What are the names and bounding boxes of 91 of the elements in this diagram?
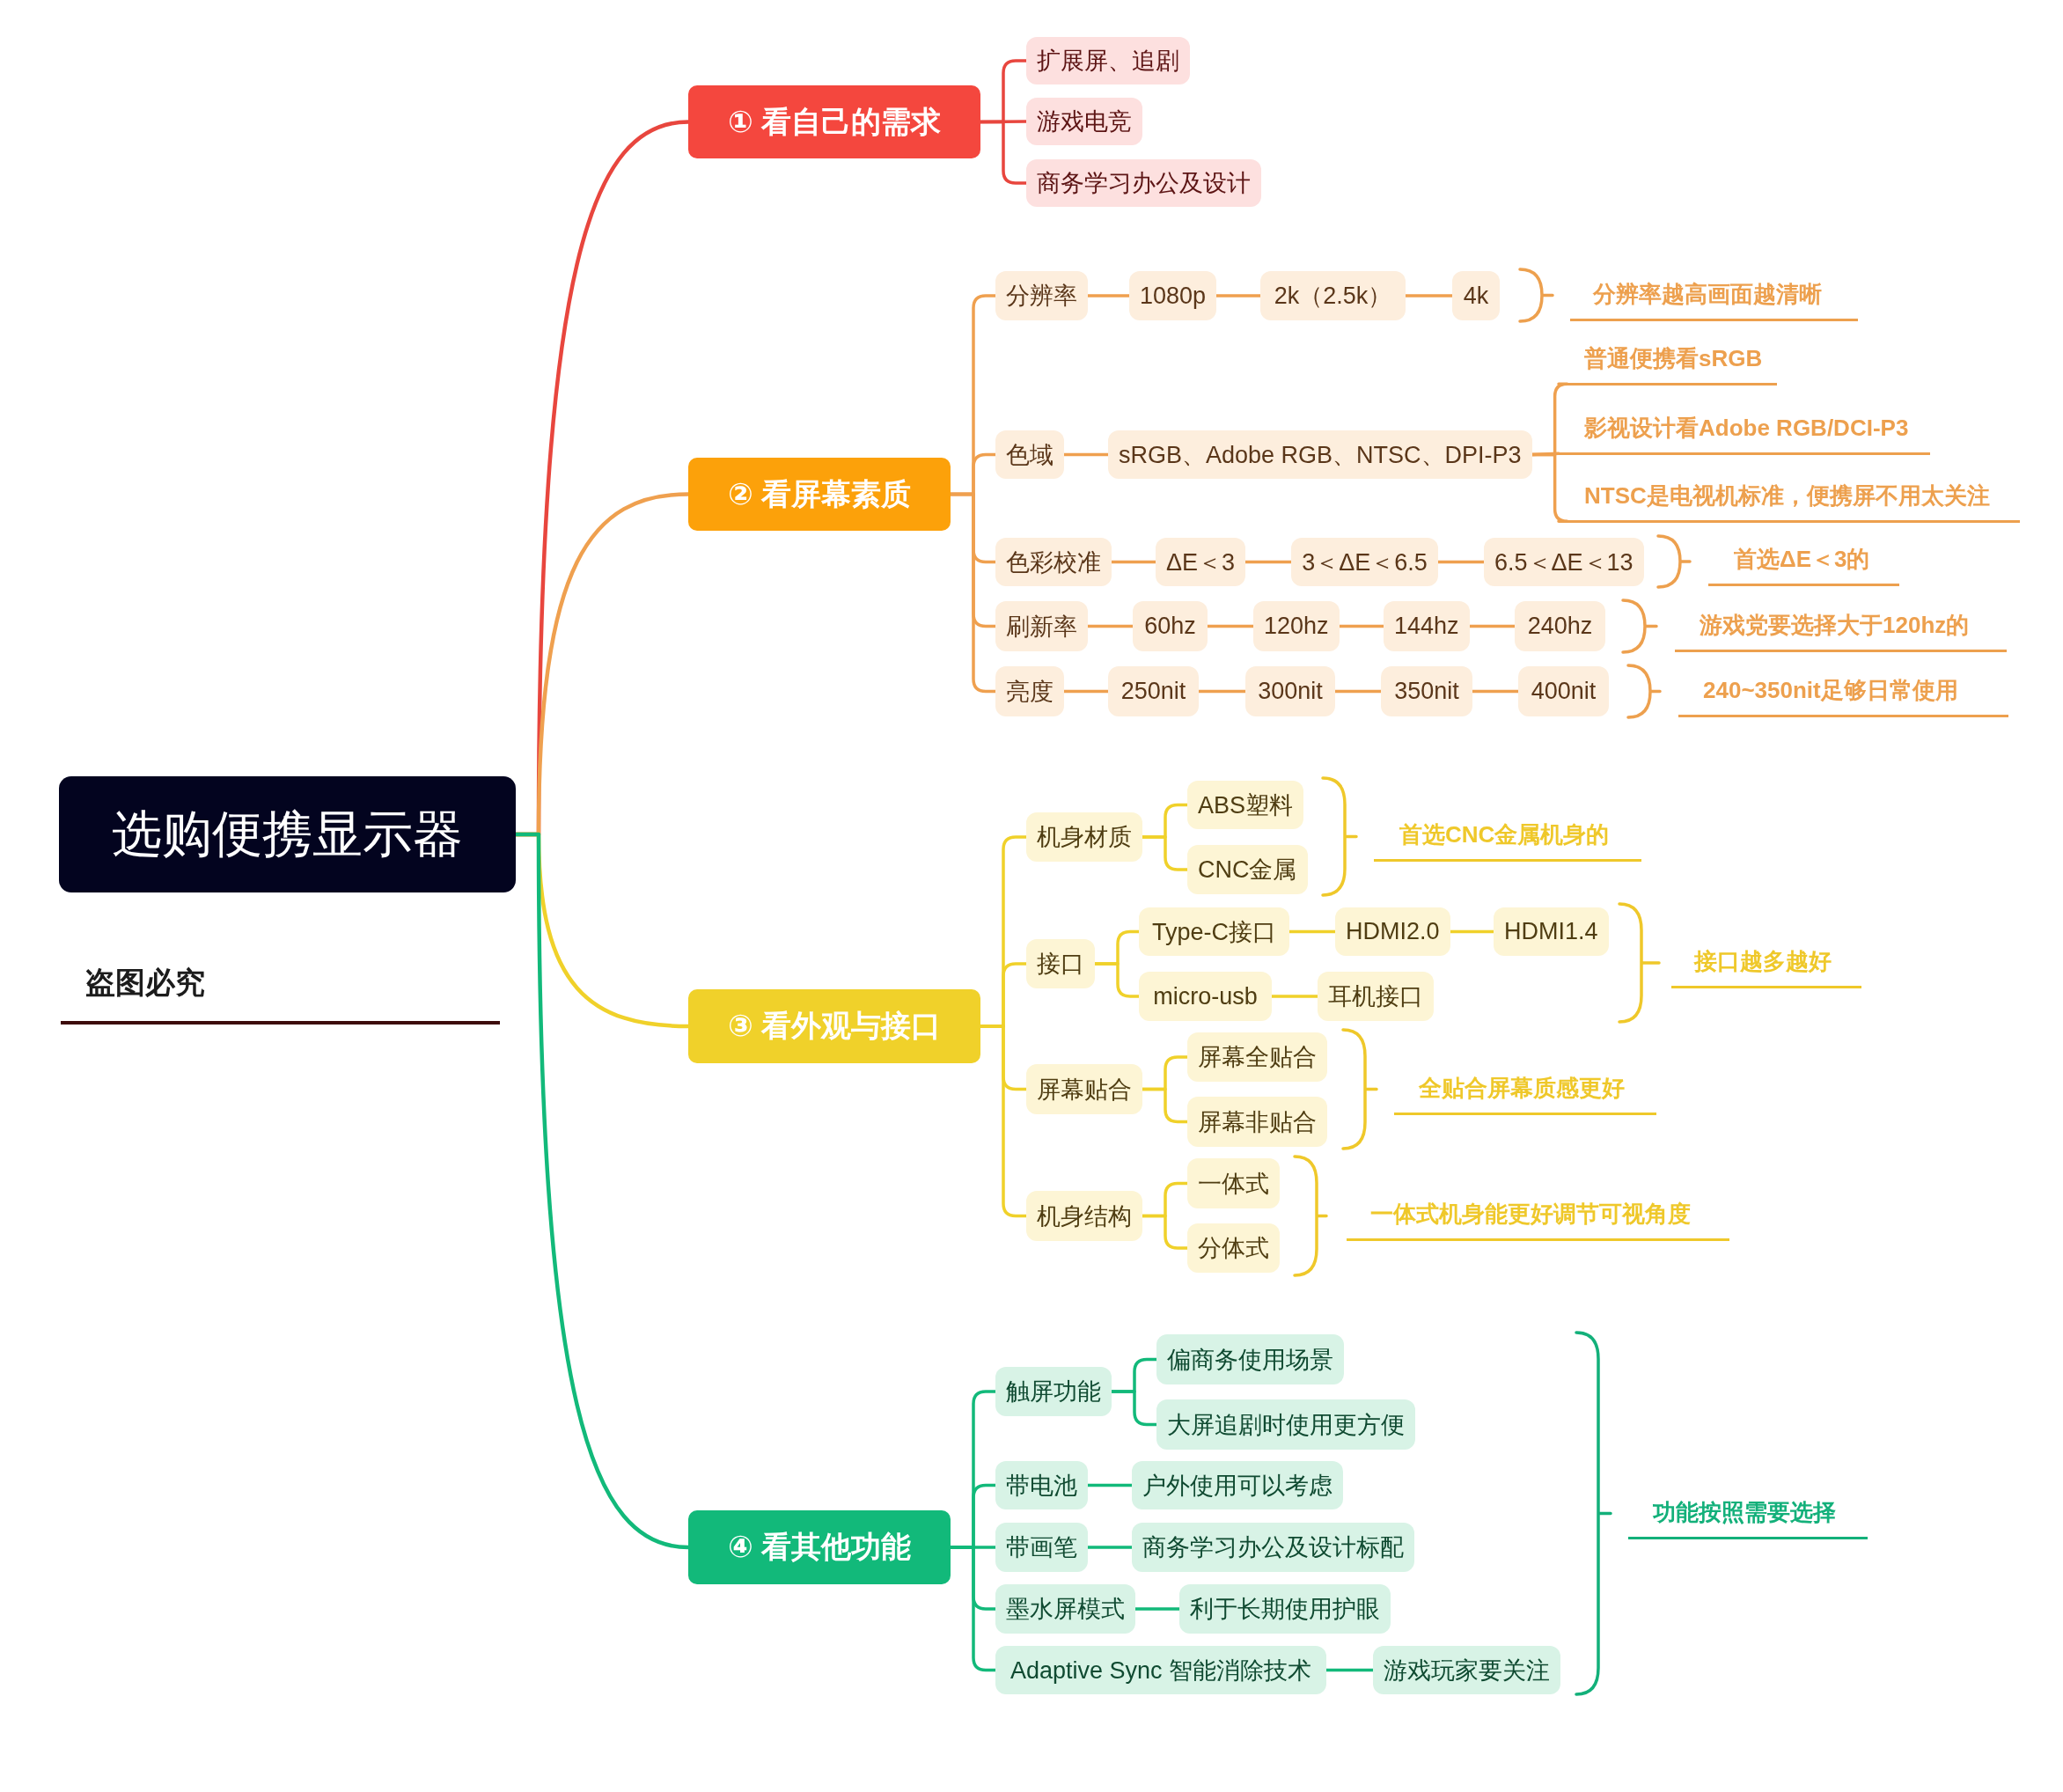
subtopic-box: 扩展屏、追剧 (1026, 37, 1190, 84)
connector-line (1404, 294, 1454, 297)
subtopic-box: 6.5＜ΔE＜13 (1484, 538, 1644, 586)
connector-line (979, 120, 1028, 185)
subtopic-box: 游戏电竞 (1026, 98, 1142, 145)
central-topic-box: 选购便携显示器 (59, 776, 516, 892)
subtopic-box: 偏商务使用场景 (1156, 1334, 1344, 1384)
connector-line (1086, 1546, 1134, 1549)
subtopic-box: micro-usb (1139, 972, 1272, 1021)
subtopic-box: 机身材质 (1026, 812, 1142, 862)
subtopic-box: 1080p (1129, 271, 1217, 320)
subtopic-box: 400nit (1518, 666, 1609, 716)
subtopic-box: 大屏追剧时使用更方便 (1156, 1399, 1415, 1450)
connector-line (1436, 560, 1486, 564)
summary-note: 首选CNC金属机身的 (1374, 816, 1641, 862)
connector-line (1141, 1214, 1189, 1250)
subtopic-box: Adaptive Sync 智能消除技术 (995, 1646, 1326, 1694)
subtopic-box: Type-C接口 (1139, 907, 1289, 956)
connector-line (1141, 835, 1189, 871)
underlined-note: NTSC是电视机标准，便携屏不用太关注 (1559, 477, 2020, 523)
subtopic-box: 带画笔 (995, 1523, 1088, 1572)
subtopic-box: ΔE＜3 (1156, 538, 1246, 586)
summary-note: 接口越多越好 (1671, 943, 1861, 988)
connector-line (1141, 1087, 1189, 1124)
subtopic-box: ABS塑料 (1187, 781, 1304, 829)
summary-note: 游戏党要选择大于120hz的 (1675, 606, 2007, 652)
credit-note: 盗图必究 (85, 965, 205, 1001)
connector-line (1471, 689, 1520, 694)
subtopic-box: 带电池 (995, 1461, 1088, 1509)
connector-line (1062, 689, 1110, 694)
connector-line (1093, 962, 1141, 998)
subtopic-box: 300nit (1245, 666, 1335, 716)
subtopic-box: 一体式 (1187, 1158, 1280, 1208)
subtopic-box: 4k (1452, 271, 1500, 320)
subtopic-box: HDMI2.0 (1335, 907, 1450, 956)
subtopic-box: 屏幕全贴合 (1187, 1032, 1327, 1082)
subtopic-box: 户外使用可以考虑 (1132, 1461, 1343, 1509)
summary-note: 首选ΔE＜3的 (1708, 540, 1899, 586)
underlined-note: 影视设计看Adobe RGB/DCI-P3 (1559, 409, 1930, 455)
connector-line (949, 492, 997, 694)
connector-line (1197, 689, 1247, 694)
summary-note: 全贴合屏幕质感更好 (1394, 1069, 1656, 1115)
branch-topic-box: ② 看屏幕素质 (688, 458, 951, 531)
connector-line (1325, 1668, 1375, 1672)
subtopic-box: 屏幕贴合 (1026, 1064, 1142, 1114)
subtopic-box: 250nit (1108, 666, 1199, 716)
connector-line (1270, 995, 1319, 998)
subtopic-box: 3＜ΔE＜6.5 (1291, 538, 1438, 586)
subtopic-box: 分辨率 (995, 271, 1088, 320)
subtopic-box: 色域 (995, 430, 1064, 479)
subtopic-box: 商务学习办公及设计 (1026, 159, 1261, 207)
summary-note: 240~350nit足够日常使用 (1678, 672, 2008, 717)
subtopic-box: 350nit (1381, 666, 1472, 716)
subtopic-box: 60hz (1133, 601, 1208, 651)
summary-note: 分辨率越高画面越清晰 (1570, 275, 1858, 321)
branch-topic-box: ① 看自己的需求 (688, 85, 980, 158)
branch-topic-box: ④ 看其他功能 (688, 1510, 951, 1584)
connector-line (1086, 294, 1131, 297)
connector-line (1206, 624, 1255, 628)
connector-line (1086, 624, 1134, 628)
subtopic-box: 游戏玩家要关注 (1373, 1646, 1560, 1694)
subtopic-box: 耳机接口 (1318, 972, 1434, 1021)
connector-line (1110, 560, 1157, 564)
summary-note: 功能按照需要选择 (1628, 1494, 1868, 1539)
subtopic-box: 120hz (1253, 601, 1340, 651)
subtopic-box: 屏幕非贴合 (1187, 1097, 1327, 1147)
subtopic-box: 商务学习办公及设计标配 (1132, 1523, 1414, 1572)
subtopic-box: 刷新率 (995, 601, 1088, 651)
subtopic-box: 接口 (1026, 939, 1095, 988)
connector-line (1086, 1483, 1134, 1487)
connector-line (1110, 1390, 1158, 1427)
connector-line (1134, 1607, 1181, 1611)
subtopic-box: CNC金属 (1187, 845, 1308, 894)
connector-line (1288, 929, 1337, 934)
subtopic-box: 144hz (1384, 601, 1470, 651)
branch-topic-box: ③ 看外观与接口 (688, 989, 980, 1063)
subtopic-box: 亮度 (995, 666, 1064, 716)
subtopic-box: sRGB、Adobe RGB、NTSC、DPI-P3 (1108, 430, 1532, 479)
subtopic-box: 机身结构 (1026, 1191, 1142, 1241)
subtopic-box: 2k（2.5k） (1260, 271, 1406, 320)
subtopic-box: 触屏功能 (995, 1367, 1112, 1416)
subtopic-box: 分体式 (1187, 1223, 1280, 1273)
underlined-note: 普通便携看sRGB (1559, 340, 1777, 386)
subtopic-box: 利于长期使用护眼 (1179, 1584, 1391, 1634)
subtopic-box: 色彩校准 (995, 538, 1112, 586)
subtopic-box: 墨水屏模式 (995, 1584, 1135, 1634)
summary-note: 一体式机身能更好调节可视角度 (1347, 1195, 1729, 1241)
connector-line (1333, 689, 1383, 694)
subtopic-box: HDMI1.4 (1494, 907, 1609, 956)
connector-line (1062, 452, 1110, 457)
subtopic-box: 240hz (1515, 601, 1605, 651)
